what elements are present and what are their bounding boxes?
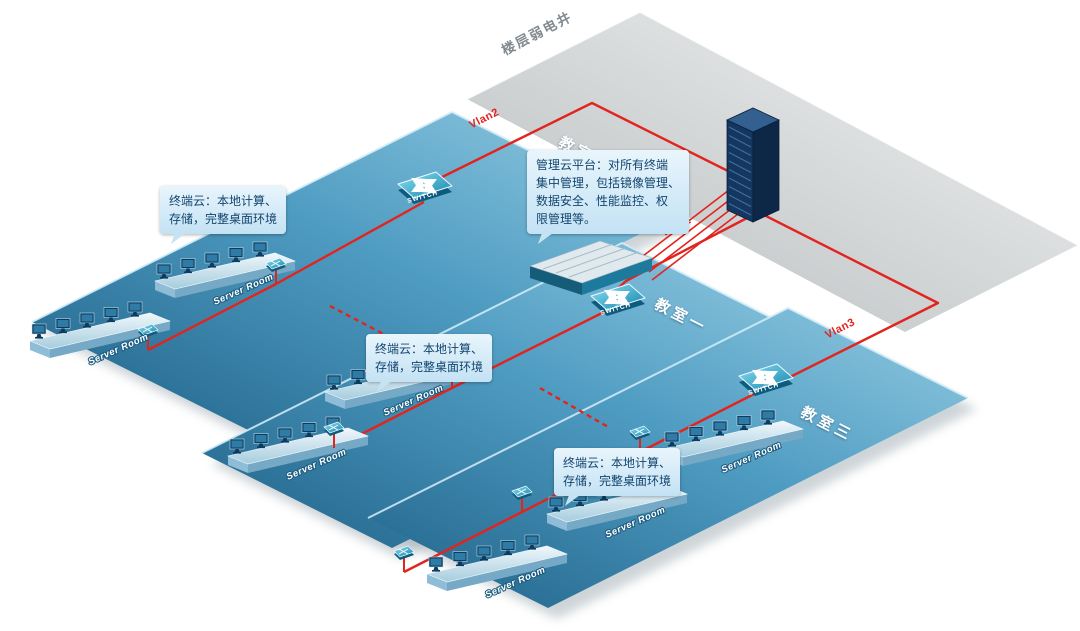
rack-grille [728,126,752,216]
platform-classroom-2 [32,112,668,430]
cable-rack-server-3 [648,205,736,273]
cable-interlink-dashed-2 [539,386,611,430]
platform-classroom-1 [202,243,812,548]
cable-rack-server-2 [645,197,733,265]
callout-line: 终端云：本地计算、 [169,194,278,208]
riser-edge-highlight [466,11,1079,246]
management-server [529,240,653,295]
callout-terminal-cloud-1: 终端云：本地计算、 存储，完整桌面环境 [160,186,287,234]
callout-line: 存储，完整桌面环境 [375,360,484,374]
callout-terminal-cloud-3: 终端云：本地计算、 存储，完整桌面环境 [554,448,681,496]
callout-terminal-cloud-2: 终端云：本地计算、 存储，完整桌面环境 [366,334,493,382]
callout-line: 数据安全、性能监控、权 [536,194,669,208]
platform-edge-highlight [201,241,813,454]
callout-line: 集中管理，包括镜像管理、 [536,176,681,190]
callout-line: 终端云：本地计算、 [375,342,484,356]
callout-line: 管理云平台：对所有终端 [536,158,669,172]
callout-line: 存储，完整桌面环境 [563,474,672,488]
callout-line: 存储，完整桌面环境 [169,212,278,226]
cable-rack-server-4 [651,213,739,281]
cable-vlan3 [759,211,940,388]
server-rack [726,107,780,223]
callout-management-cloud: 管理云平台：对所有终端 集中管理，包括镜像管理、 数据安全、性能监控、权 限管理… [527,150,690,234]
server-grille [542,243,640,278]
platform-edge-highlight [367,306,969,519]
callout-line: 限管理等。 [536,212,597,226]
callout-line: 终端云：本地计算、 [563,456,672,470]
